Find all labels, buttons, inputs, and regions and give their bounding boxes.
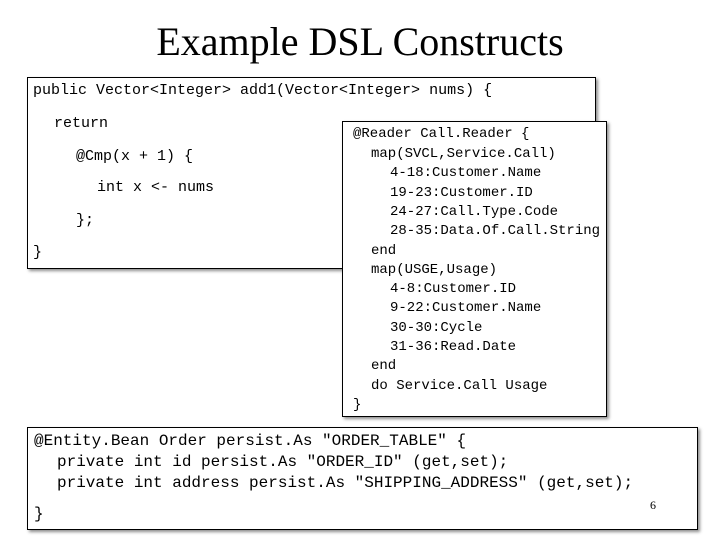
code-line: 24-27:Call.Type.Code	[390, 204, 559, 220]
code-line: 9-22:Customer.Name	[390, 300, 542, 316]
code-line: return	[54, 115, 109, 132]
code-line: }	[353, 397, 362, 413]
code-line: @Reader Call.Reader {	[353, 126, 530, 142]
code-line: end	[371, 358, 397, 374]
code-line: }	[34, 505, 44, 523]
code-line: do Service.Call Usage	[371, 378, 548, 394]
code-line: 19-23:Customer.ID	[390, 185, 533, 201]
code-line: end	[371, 243, 397, 259]
code-line: 31-36:Read.Date	[390, 339, 517, 355]
code-line: 4-8:Customer.ID	[390, 281, 517, 297]
code-line: map(SVCL,Service.Call)	[371, 146, 556, 162]
entity-bean-code-box: @Entity.Bean Order persist.As "ORDER_TAB…	[27, 427, 698, 530]
reader-dsl-code-box: @Reader Call.Reader { map(SVCL,Service.C…	[342, 121, 607, 417]
code-line: };	[76, 212, 95, 229]
code-line: @Cmp(x + 1) {	[76, 148, 194, 165]
code-line: public Vector<Integer> add1(Vector<Integ…	[33, 82, 493, 99]
code-line: private int id persist.As "ORDER_ID" (ge…	[57, 453, 509, 471]
code-line: @Entity.Bean Order persist.As "ORDER_TAB…	[34, 432, 467, 450]
code-line: int x <- nums	[97, 179, 215, 196]
code-line: 4-18:Customer.Name	[390, 165, 542, 181]
code-line: }	[33, 244, 43, 261]
slide-title: Example DSL Constructs	[156, 19, 564, 64]
code-line: 30-30:Cycle	[390, 320, 483, 336]
code-line: map(USGE,Usage)	[371, 262, 498, 278]
page-number: 6	[650, 498, 656, 512]
code-line: 28-35:Data.Of.Call.String	[390, 223, 601, 239]
code-line: private int address persist.As "SHIPPING…	[57, 474, 634, 492]
